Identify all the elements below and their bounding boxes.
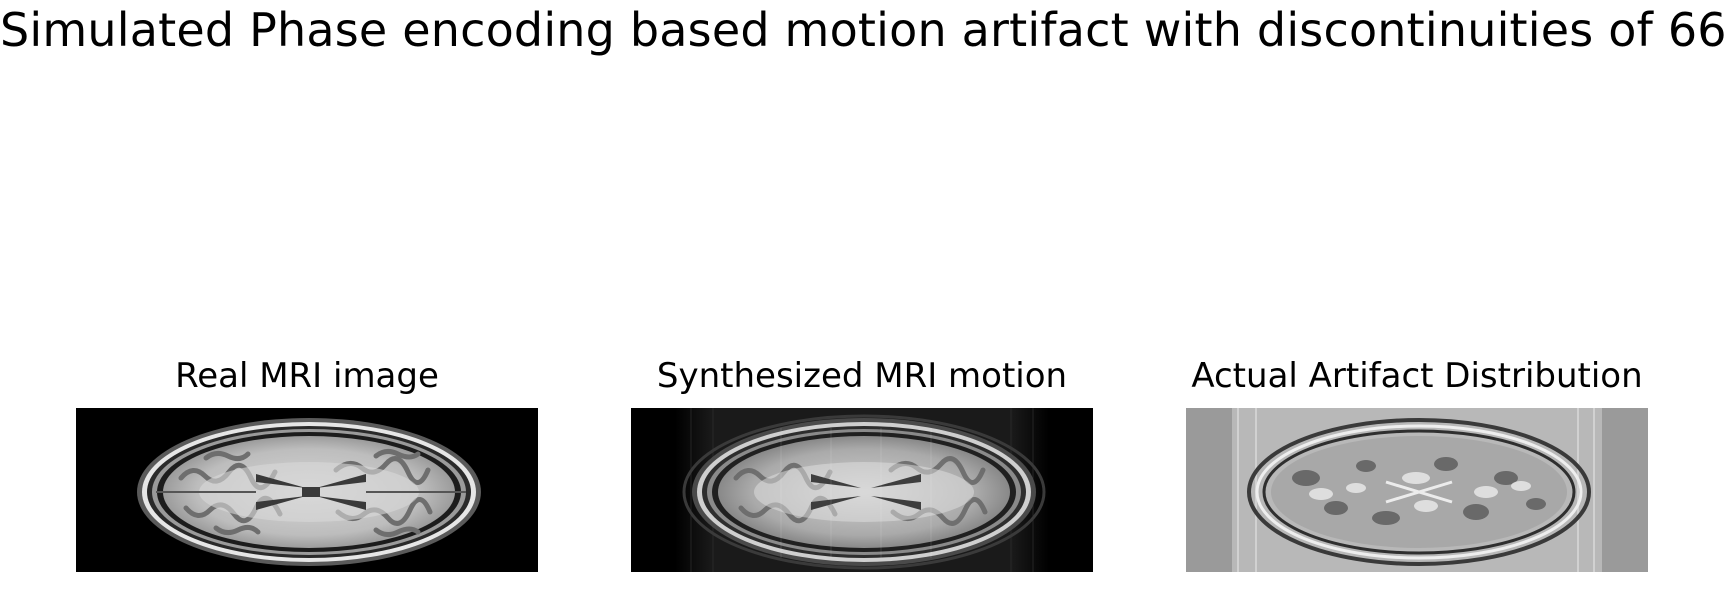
panel-title-real-mri: Real MRI image: [175, 356, 439, 396]
synthesized-motion-image: [631, 408, 1093, 572]
panel-title-artifact-distribution: Actual Artifact Distribution: [1191, 356, 1643, 396]
panel-title-synthesized-motion: Synthesized MRI motion: [656, 356, 1068, 396]
panel-real-mri: Real MRI image: [76, 356, 538, 572]
figure-title: Simulated Phase encoding based motion ar…: [0, 3, 1727, 57]
artifact-distribution-image: [1186, 408, 1648, 572]
panel-synthesized-motion: Synthesized MRI motion: [631, 356, 1093, 572]
real-mri-image: [76, 408, 538, 572]
panel-artifact-distribution: Actual Artifact Distribution: [1186, 356, 1648, 572]
